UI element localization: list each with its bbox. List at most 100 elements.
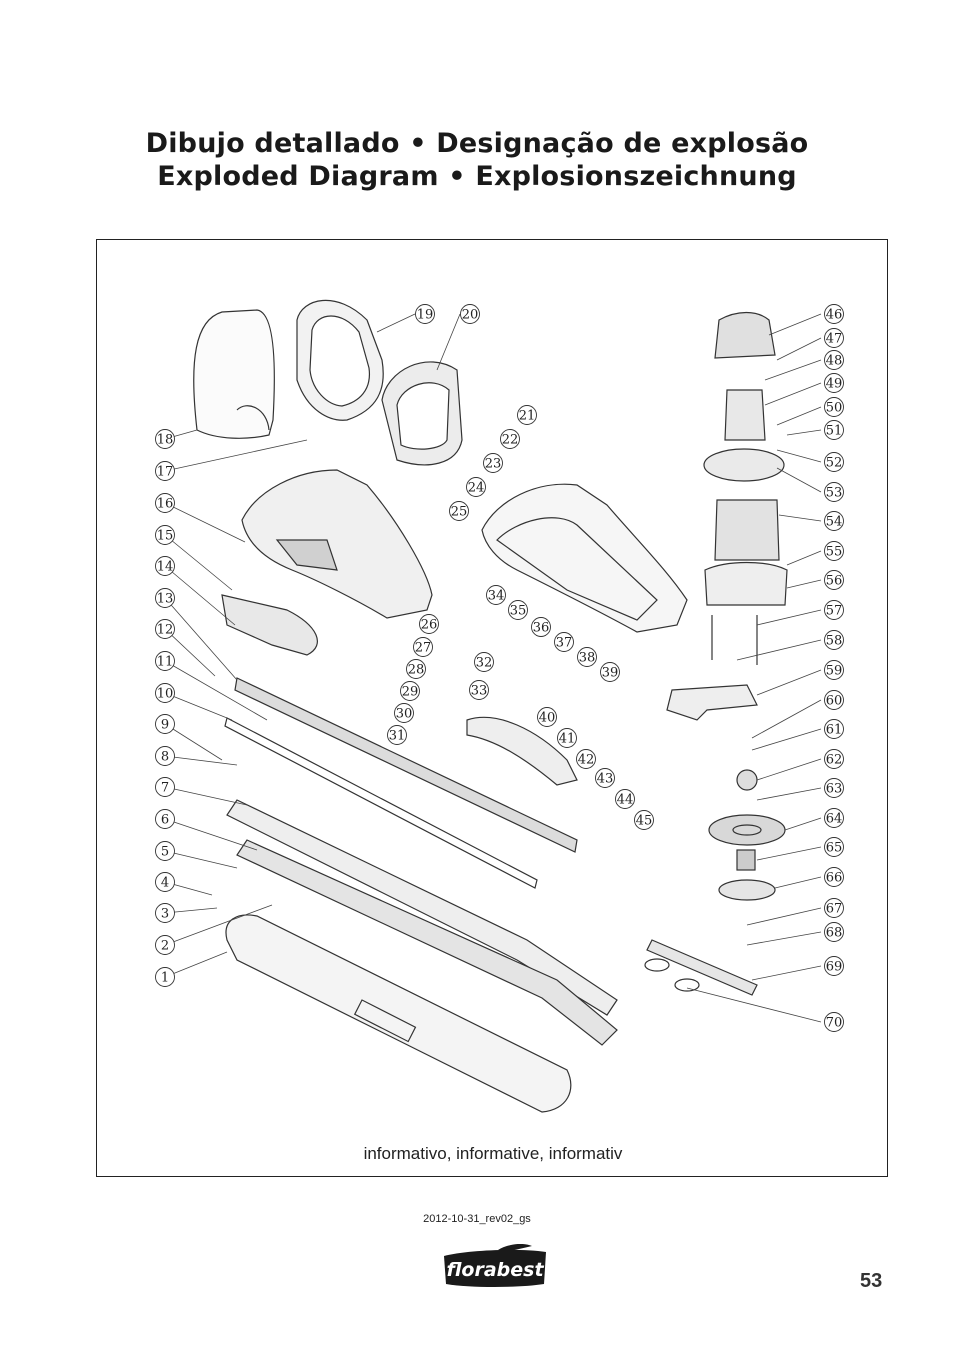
callout-circle-58 [824, 630, 844, 650]
callout-label-69: 69 [826, 960, 843, 975]
part-housing-right [481, 483, 688, 633]
page-title-line-2: Exploded Diagram • Explosionszeichnung [157, 161, 797, 192]
callout-circle-44 [615, 789, 635, 809]
callout-circle-54 [824, 511, 844, 531]
callout-circle-21 [517, 405, 537, 425]
callout-circle-10 [155, 683, 175, 703]
callout-circle-3 [155, 903, 175, 923]
part-blade-lower [236, 839, 618, 1046]
callout-label-36: 36 [533, 621, 550, 636]
callout-label-44: 44 [617, 793, 634, 808]
callout-circle-42 [576, 749, 596, 769]
callout-label-70: 70 [826, 1016, 843, 1031]
callout-circle-22 [500, 429, 520, 449]
callout-label-43: 43 [597, 772, 614, 787]
callout-label-63: 63 [826, 782, 843, 797]
brand-name: florabest [446, 1259, 544, 1281]
part-lever [466, 716, 578, 786]
callout-circle-41 [557, 728, 577, 748]
callout-label-20: 20 [462, 308, 479, 323]
callout-label-58: 58 [826, 634, 843, 649]
callout-label-37: 37 [556, 636, 573, 651]
callout-circle-16 [155, 493, 175, 513]
callout-circle-1 [155, 967, 175, 987]
callout-circle-61 [824, 719, 844, 739]
callout-label-3: 3 [161, 907, 169, 922]
callout-circle-53 [824, 482, 844, 502]
callout-circle-40 [537, 707, 557, 727]
callout-label-11: 11 [157, 655, 174, 670]
callout-label-10: 10 [157, 687, 174, 702]
callout-label-26: 26 [421, 618, 438, 633]
callout-circle-63 [824, 778, 844, 798]
callout-circle-35 [508, 600, 528, 620]
florabest-logo: florabest [444, 1244, 546, 1287]
callout-label-64: 64 [826, 812, 843, 827]
callout-circle-14 [155, 556, 175, 576]
callout-label-15: 15 [157, 529, 174, 544]
callout-label-60: 60 [826, 694, 843, 709]
callout-circle-13 [155, 588, 175, 608]
callout-label-42: 42 [578, 753, 595, 768]
callout-circle-2 [155, 935, 175, 955]
callout-circle-19 [415, 304, 435, 324]
part-fan [703, 448, 785, 482]
callout-label-32: 32 [476, 656, 493, 671]
callout-circle-26 [419, 614, 439, 634]
part-big-gear [708, 814, 786, 846]
callout-label-41: 41 [559, 732, 576, 747]
callout-label-59: 59 [826, 664, 843, 679]
parts-drawing [193, 299, 788, 1113]
callout-circle-46 [824, 304, 844, 324]
callout-circle-52 [824, 452, 844, 472]
callout-circle-69 [824, 956, 844, 976]
callout-label-28: 28 [408, 663, 425, 678]
callout-label-65: 65 [826, 841, 843, 856]
callout-label-62: 62 [826, 753, 843, 768]
callout-label-6: 6 [161, 813, 169, 828]
callout-label-22: 22 [502, 433, 519, 448]
callout-label-21: 21 [519, 409, 536, 424]
callout-circle-9 [155, 714, 175, 734]
callout-circle-67 [824, 898, 844, 918]
callout-label-31: 31 [389, 729, 406, 744]
callout-label-67: 67 [826, 902, 843, 917]
callout-label-38: 38 [579, 651, 596, 666]
callout-label-39: 39 [602, 666, 619, 681]
callout-circle-5 [155, 841, 175, 861]
callout-circle-4 [155, 872, 175, 892]
callout-label-9: 9 [161, 718, 169, 733]
part-base-plate [221, 594, 318, 656]
callout-label-5: 5 [161, 845, 169, 860]
part-armature [724, 389, 766, 441]
callout-label-40: 40 [539, 711, 556, 726]
callout-label-2: 2 [161, 939, 169, 954]
callout-label-50: 50 [826, 401, 843, 416]
callout-label-24: 24 [468, 481, 485, 496]
part-motor-cap [714, 311, 776, 359]
callout-circle-49 [824, 373, 844, 393]
part-blade-bar [234, 677, 578, 853]
callout-circle-37 [554, 632, 574, 652]
callout-circle-56 [824, 570, 844, 590]
callout-label-25: 25 [451, 505, 468, 520]
callout-circle-57 [824, 600, 844, 620]
callout-circle-45 [634, 810, 654, 830]
part-gear-bracket [666, 684, 758, 721]
callout-label-12: 12 [157, 623, 174, 638]
callout-circle-15 [155, 525, 175, 545]
callout-circle-60 [824, 690, 844, 710]
callout-label-52: 52 [826, 456, 843, 471]
callout-circle-48 [824, 350, 844, 370]
callout-label-27: 27 [415, 641, 432, 656]
callout-circle-47 [824, 328, 844, 348]
callout-label-33: 33 [471, 684, 488, 699]
diagram-caption: informativo, informative, informativ [363, 1144, 623, 1163]
callout-circle-29 [400, 681, 420, 701]
callout-label-8: 8 [161, 750, 169, 765]
callout-circle-43 [595, 768, 615, 788]
callout-circle-51 [824, 420, 844, 440]
callout-label-51: 51 [826, 424, 843, 439]
callout-circle-25 [449, 501, 469, 521]
callout-circle-24 [466, 477, 486, 497]
